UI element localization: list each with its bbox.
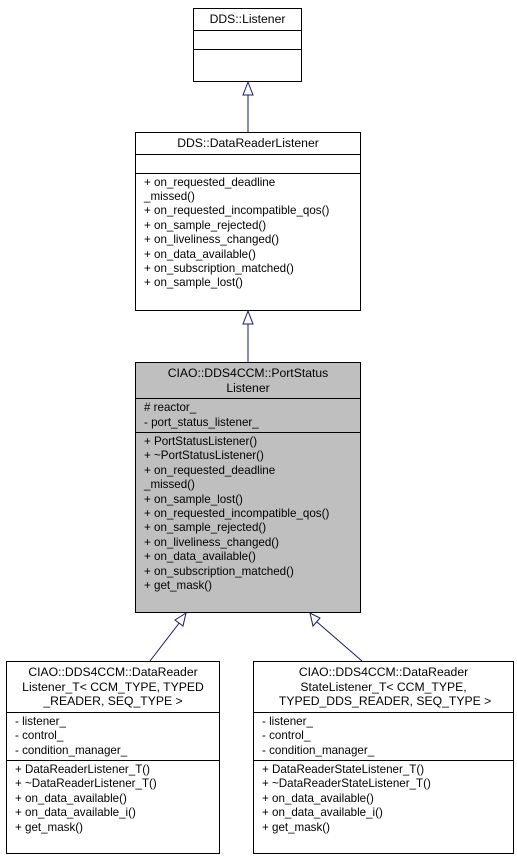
method: + on_data_available() [262,791,374,805]
class-name-line: TYPED_DDS_READER, SEQ_TYPE > [275,694,492,709]
attribute: - listener_ [262,714,313,728]
class-listener[interactable]: DDS::Listener [193,8,302,82]
class-name-line: _READER, SEQ_TYPE > [43,694,183,709]
method: _missed() [144,478,195,492]
class-name-line: CIAO::DDS4CCM::DataReader [28,665,198,679]
edge-datareaderlistenert-to-portstatuslistener [149,621,181,662]
class-name-line: DDS::DataReaderListener [177,136,319,150]
class-datareaderlistener[interactable]: DDS::DataReaderListener + on_requested_d… [135,132,361,311]
class-title: DDS::DataReaderListener [136,133,360,154]
attributes-section: - listener_ - control_ - condition_manag… [254,711,513,760]
method: + PortStatusListener() [144,435,258,448]
class-name-line: StateListener_T< CCM_TYPE, [300,679,467,694]
methods-section: + DataReaderStateListener_T() + ~DataRea… [254,760,513,837]
method: + on_sample_lost() [144,276,243,290]
class-name-line: Listener [226,380,270,395]
method: + on_data_available() [144,550,256,564]
class-title: CIAO::DDS4CCM::PortStatus Listener [136,363,360,398]
attribute: - condition_manager_ [262,743,375,757]
class-portstatuslistener[interactable]: CIAO::DDS4CCM::PortStatus Listener # rea… [135,362,361,613]
attributes-section [136,153,360,173]
inheritance-arrow-icon [174,611,187,627]
methods-section: + DataReaderListener_T() + ~DataReaderLi… [7,760,219,837]
method: + get_mask() [144,579,212,593]
method: + on_requested_incompatible_qos() [144,204,330,218]
methods-section: + on_requested_deadline _missed() + on_r… [136,172,360,293]
method: + DataReaderListener_T() [15,763,151,776]
method: _missed() [144,190,195,203]
method: + get_mask() [15,820,83,834]
method: + on_data_available() [144,247,256,261]
method: + on_subscription_matched() [144,564,294,578]
class-datareaderlistener-t[interactable]: CIAO::DDS4CCM::DataReader Listener_T< CC… [6,661,220,854]
class-name-line: CIAO::DDS4CCM::DataReader [298,665,469,679]
class-name-line: CIAO::DDS4CCM::PortStatus [167,366,329,380]
methods-section: + PortStatusListener() + ~PortStatusList… [136,432,360,595]
class-title: DDS::Listener [194,9,301,30]
method: + on_sample_rejected() [144,521,267,535]
attribute: - control_ [262,729,311,743]
attribute: - control_ [15,729,64,743]
method: + on_sample_rejected() [144,218,267,232]
attributes-section: - listener_ - control_ - condition_manag… [7,711,219,760]
method: + on_subscription_matched() [144,262,294,276]
class-title: CIAO::DDS4CCM::DataReader Listener_T< CC… [7,662,219,712]
attribute: # reactor_ [144,401,197,415]
method: + on_data_available_i() [15,806,136,820]
attributes-section [194,29,301,49]
inheritance-arrow-icon [242,309,254,325]
method: + on_requested_deadline [144,463,276,477]
method: + on_data_available() [15,791,127,805]
methods-section [194,48,301,68]
method: + ~DataReaderStateListener_T() [262,777,431,791]
attribute: - port_status_listener_ [144,415,259,429]
class-datareaderstatelistener-t[interactable]: CIAO::DDS4CCM::DataReader StateListener_… [253,661,514,854]
inheritance-arrow-icon [309,612,321,628]
attributes-section: # reactor_ - port_status_listener_ [136,398,360,432]
attribute: - listener_ [15,714,66,728]
method: + on_data_available_i() [262,806,383,820]
method: + DataReaderStateListener_T() [262,763,425,776]
attribute: - condition_manager_ [15,743,128,757]
inheritance-arrow-icon [242,80,254,96]
class-name-line: DDS::Listener [209,12,286,26]
method: + on_requested_deadline [144,175,276,189]
edge-datareaderstatelistenert-to-portstatuslistener [316,621,363,662]
class-title: CIAO::DDS4CCM::DataReader StateListener_… [254,662,513,712]
method: + get_mask() [262,820,330,834]
method: + on_sample_lost() [144,492,243,506]
method: + ~PortStatusListener() [144,449,264,463]
method: + on_liveliness_changed() [144,233,280,247]
method: + ~DataReaderListener_T() [15,777,157,791]
method: + on_requested_incompatible_qos() [144,507,330,521]
method: + on_liveliness_changed() [144,535,280,549]
class-name-line: Listener_T< CCM_TYPE, TYPED [22,679,204,694]
